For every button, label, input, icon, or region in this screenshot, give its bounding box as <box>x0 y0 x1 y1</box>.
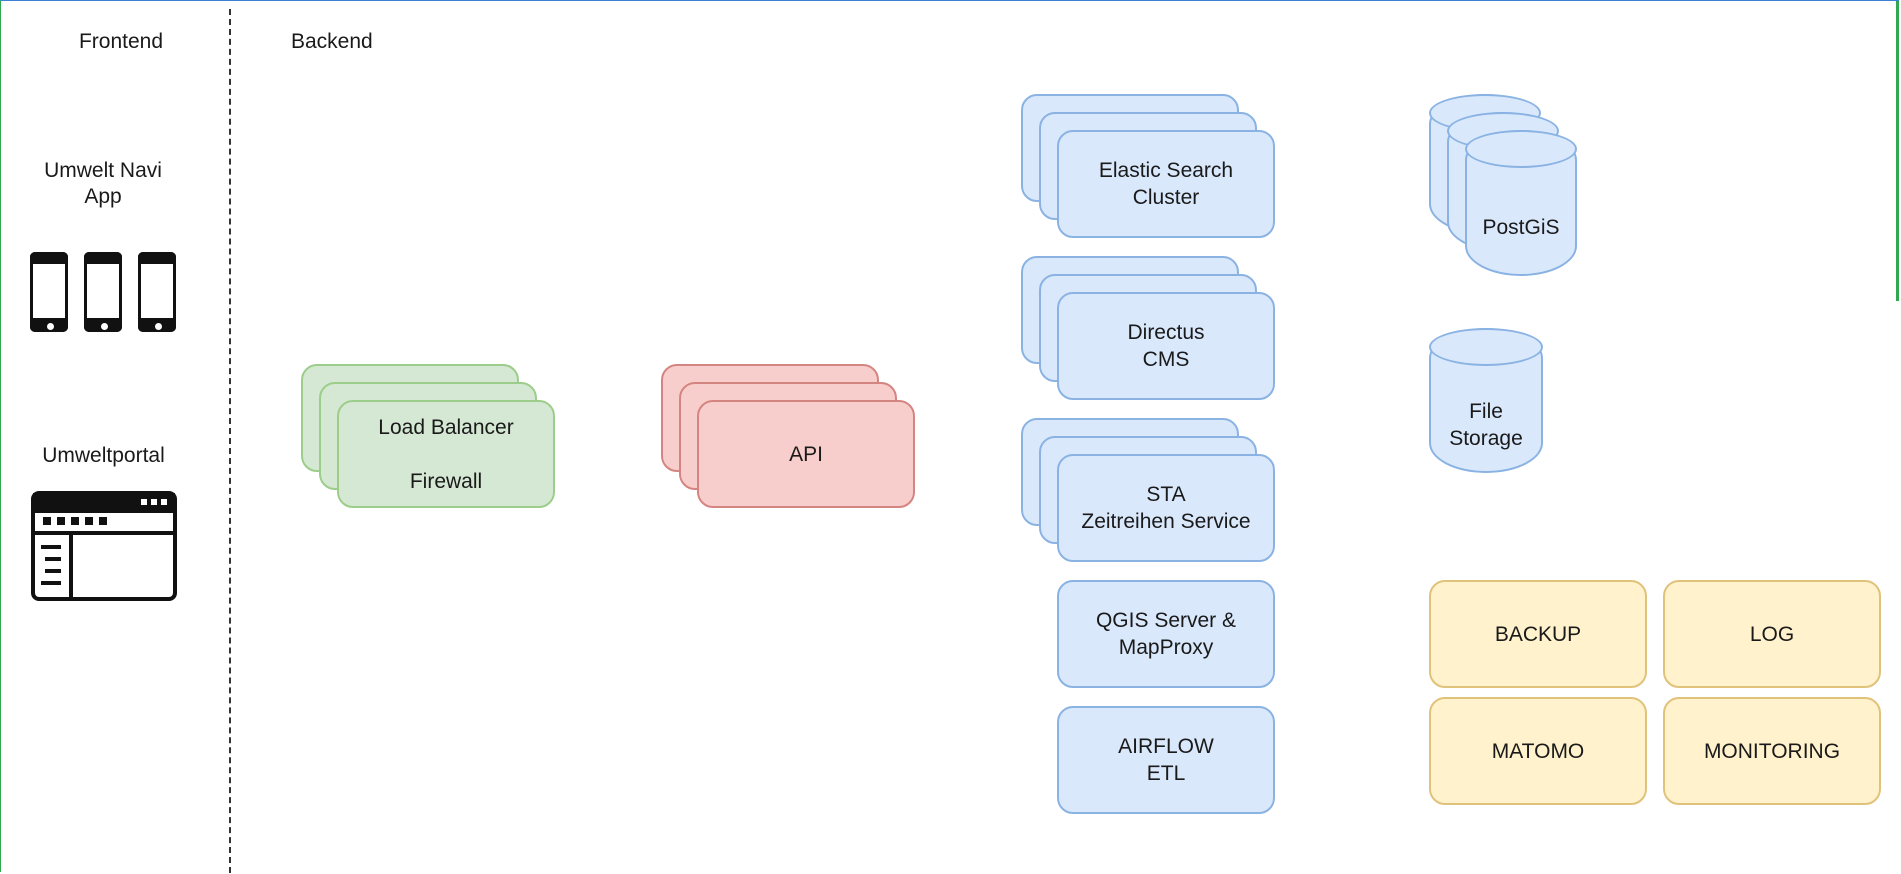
phone-icon <box>138 252 176 332</box>
frontend-backend-divider <box>229 9 231 873</box>
elastic-search-card: Elastic Search Cluster <box>1057 130 1275 238</box>
phone-icon <box>30 252 68 332</box>
file-storage-label: File Storage <box>1449 400 1523 450</box>
sta-service-card: STA Zeitreihen Service <box>1057 454 1275 562</box>
app-label: Umwelt Navi App <box>44 159 162 208</box>
directus-cms-card: Directus CMS <box>1057 292 1275 400</box>
backup-card: BACKUP <box>1429 580 1647 688</box>
qgis-server-card: QGIS Server & MapProxy <box>1057 580 1275 688</box>
monitoring-card: MONITORING <box>1663 697 1881 805</box>
matomo-card: MATOMO <box>1429 697 1647 805</box>
airflow-etl-card: AIRFLOW ETL <box>1057 706 1275 814</box>
frontend-heading: Frontend <box>78 30 164 53</box>
api-card: API <box>697 400 915 508</box>
phone-icon <box>84 252 122 332</box>
browser-window-icon <box>31 491 177 601</box>
edge-accent <box>1896 1 1899 301</box>
load-balancer-card: Load Balancer Firewall <box>337 400 555 508</box>
log-card: LOG <box>1663 580 1881 688</box>
postgis-database-cylinder: PostGiS <box>1465 130 1577 276</box>
file-storage-cylinder: File Storage <box>1429 328 1543 473</box>
backend-heading: Backend <box>291 30 373 53</box>
postgis-label: PostGiS <box>1482 216 1560 239</box>
portal-label: Umweltportal <box>42 444 165 467</box>
